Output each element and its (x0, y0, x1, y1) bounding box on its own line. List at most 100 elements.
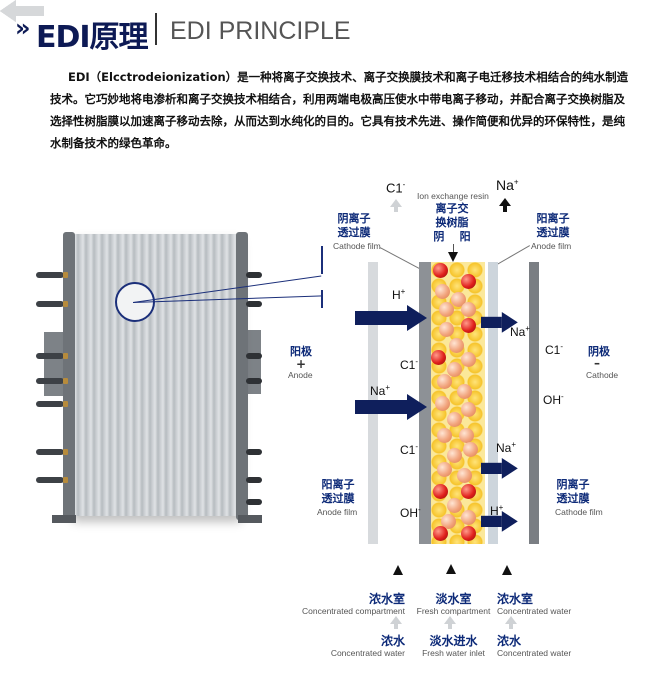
cation-bead (461, 318, 476, 333)
port (246, 477, 262, 483)
anion-bead (435, 396, 450, 411)
port (246, 449, 262, 455)
anion-bead (457, 468, 472, 483)
inlet-arrow-icon (444, 616, 456, 624)
na-out-arrow-shaft (503, 205, 507, 212)
compartment-center: 淡水室 Fresh compartment (416, 592, 491, 616)
anion-bead (449, 338, 464, 353)
membrane-cathode-outer (529, 262, 539, 544)
anion-bead (437, 462, 452, 477)
ion-na-right-2: Na+ (496, 440, 517, 455)
top-left-film-en: Cathode film (333, 241, 381, 251)
port (36, 477, 68, 483)
anode-label-en: Anode (288, 370, 313, 380)
bottom-left-film-en: Anode film (317, 507, 358, 517)
anion-bead (439, 302, 454, 317)
port (36, 272, 68, 278)
intro-paragraph: EDI（Elcctrodeionization）是一种将离子交换技术、离子交换膜… (50, 70, 629, 150)
port (36, 353, 68, 359)
ion-na-left: Na+ (370, 383, 391, 398)
anode-label-cn: 阳极 (290, 345, 312, 358)
inlet-arrow-icon (505, 616, 517, 624)
cathode-label-cn: 阴极 (588, 345, 610, 358)
device-foot (52, 515, 76, 523)
top-cl-ion: C1- (386, 180, 406, 196)
cathode-label-en: Cathode (586, 370, 619, 380)
port (246, 499, 262, 505)
inlet-center: 淡水进水 Fresh water inlet (422, 634, 485, 658)
inlet-left: 浓水 Concentrated water (330, 634, 405, 658)
ion-cl-left-2: C1- (400, 442, 419, 457)
cl-out-arrow-icon (390, 199, 402, 207)
ion-cl-left-1: C1- (400, 357, 419, 372)
top-right-film-en: Anode film (531, 241, 572, 251)
membrane-anode-film (488, 262, 498, 544)
anion-bead (437, 374, 452, 389)
resin-pointer-icon (448, 252, 458, 262)
anion-bead (447, 448, 462, 463)
header-divider (155, 13, 157, 45)
resin-cn-label: 离子交 换树脂 阴 阳 (433, 202, 471, 243)
ion-cl-right: C1- (545, 342, 564, 357)
inlet-arrow-shaft (448, 623, 452, 629)
port (246, 301, 262, 307)
anion-bead (439, 322, 454, 337)
compartment-left: 浓水室 Concentrated compartment (302, 592, 405, 616)
port (246, 272, 262, 278)
anion-bead (461, 352, 476, 367)
inlet-arrow-shaft (394, 623, 398, 629)
anion-bead (457, 384, 472, 399)
device-foot (238, 515, 262, 523)
header-chevron-icon: » (15, 14, 31, 42)
resin-en-label: Ion exchange resin (417, 191, 489, 201)
port (246, 353, 262, 359)
anion-bead (447, 362, 462, 377)
resin-pointer-line (453, 244, 454, 254)
module-body (72, 234, 242, 516)
anion-bead (447, 498, 462, 513)
cation-bead (461, 274, 476, 289)
cation-bead (431, 350, 446, 365)
cation-bead (461, 526, 476, 541)
anion-bead (463, 442, 478, 457)
ion-h-plus-top: H+ (392, 287, 406, 302)
port (246, 378, 262, 384)
inlet-arrow-shaft (509, 623, 513, 629)
ion-h-plus-bottom: H+ (490, 503, 504, 518)
anion-bead (459, 428, 474, 443)
top-right-film-label: 阳离子 透过膜 (536, 212, 570, 239)
ion-na-right-1: Na+ (510, 324, 531, 339)
port (36, 449, 68, 455)
anion-bead (461, 402, 476, 417)
compartment-pointer-icon (393, 565, 403, 575)
top-na-ion: Na+ (496, 177, 519, 193)
compartment-right: 浓水室 Concentrated water (497, 592, 572, 616)
ion-oh-right: OH- (543, 392, 564, 407)
bottom-right-film-en: Cathode film (555, 507, 603, 517)
inlet-right: 浓水 Concentrated water (497, 634, 572, 658)
cation-bead (433, 526, 448, 541)
na-out-arrow-icon (499, 198, 511, 206)
port (36, 378, 68, 384)
page-title-en: EDI PRINCIPLE (170, 17, 351, 45)
anion-bead (437, 428, 452, 443)
anion-bead (435, 284, 450, 299)
ion-exchange-resin-column (431, 262, 485, 544)
inlet-arrow-icon (390, 616, 402, 624)
cl-out-arrow-shaft (394, 206, 398, 212)
cation-bead (461, 484, 476, 499)
anion-bead (461, 510, 476, 525)
compartment-pointer-icon (446, 564, 456, 574)
cation-bead (433, 484, 448, 499)
compartment-pointer-icon (502, 565, 512, 575)
pointer-line (379, 247, 425, 272)
port (36, 401, 68, 407)
cathode-minus-sign: – (594, 356, 600, 370)
port (36, 301, 68, 307)
ion-oh-left: OH- (400, 505, 421, 520)
leader-line (321, 290, 323, 308)
page-title-cn: EDI原理 (36, 20, 149, 55)
anode-plus-sign: + (296, 357, 307, 371)
end-plate-right (236, 232, 248, 520)
top-left-film-label: 阴离子 透过膜 (337, 212, 371, 239)
